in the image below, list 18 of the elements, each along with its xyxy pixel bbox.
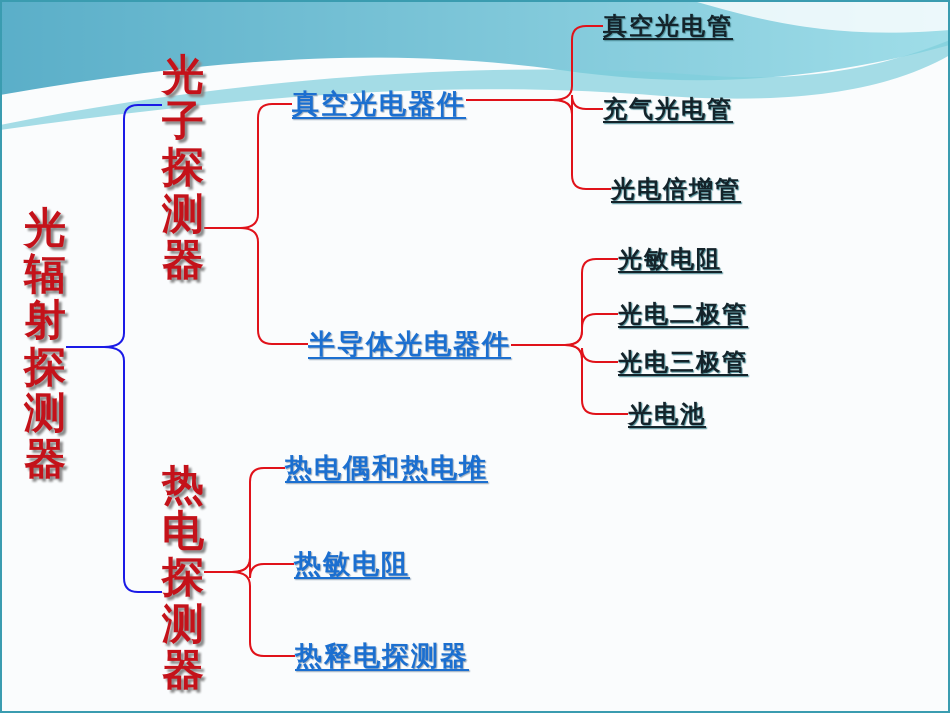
link-text: 充气光电管: [603, 93, 733, 125]
link-text: 光敏电阻: [618, 243, 722, 275]
brace-connector: [66, 346, 162, 593]
link-text: 热释电探测器: [295, 638, 469, 674]
link-text: 真空光电器件: [292, 86, 466, 122]
link-text: 热敏电阻: [294, 546, 410, 582]
link-text: 光电三极管: [618, 346, 748, 378]
link-text: 光电池: [628, 398, 706, 430]
vertical-heading: 光辐射探测器: [24, 205, 66, 482]
brace-connector: [204, 571, 295, 657]
link-text: 光电倍增管: [611, 173, 741, 205]
brace-connector: [511, 344, 628, 415]
link-text: 光电二极管: [618, 298, 748, 330]
link-text: 半导体光电器件: [308, 326, 511, 362]
vertical-heading: 热电探测器: [162, 462, 204, 693]
link-text: 热电偶和热电堆: [285, 450, 488, 486]
brace-connector: [204, 227, 308, 345]
link-text: 真空光电管: [603, 10, 733, 42]
